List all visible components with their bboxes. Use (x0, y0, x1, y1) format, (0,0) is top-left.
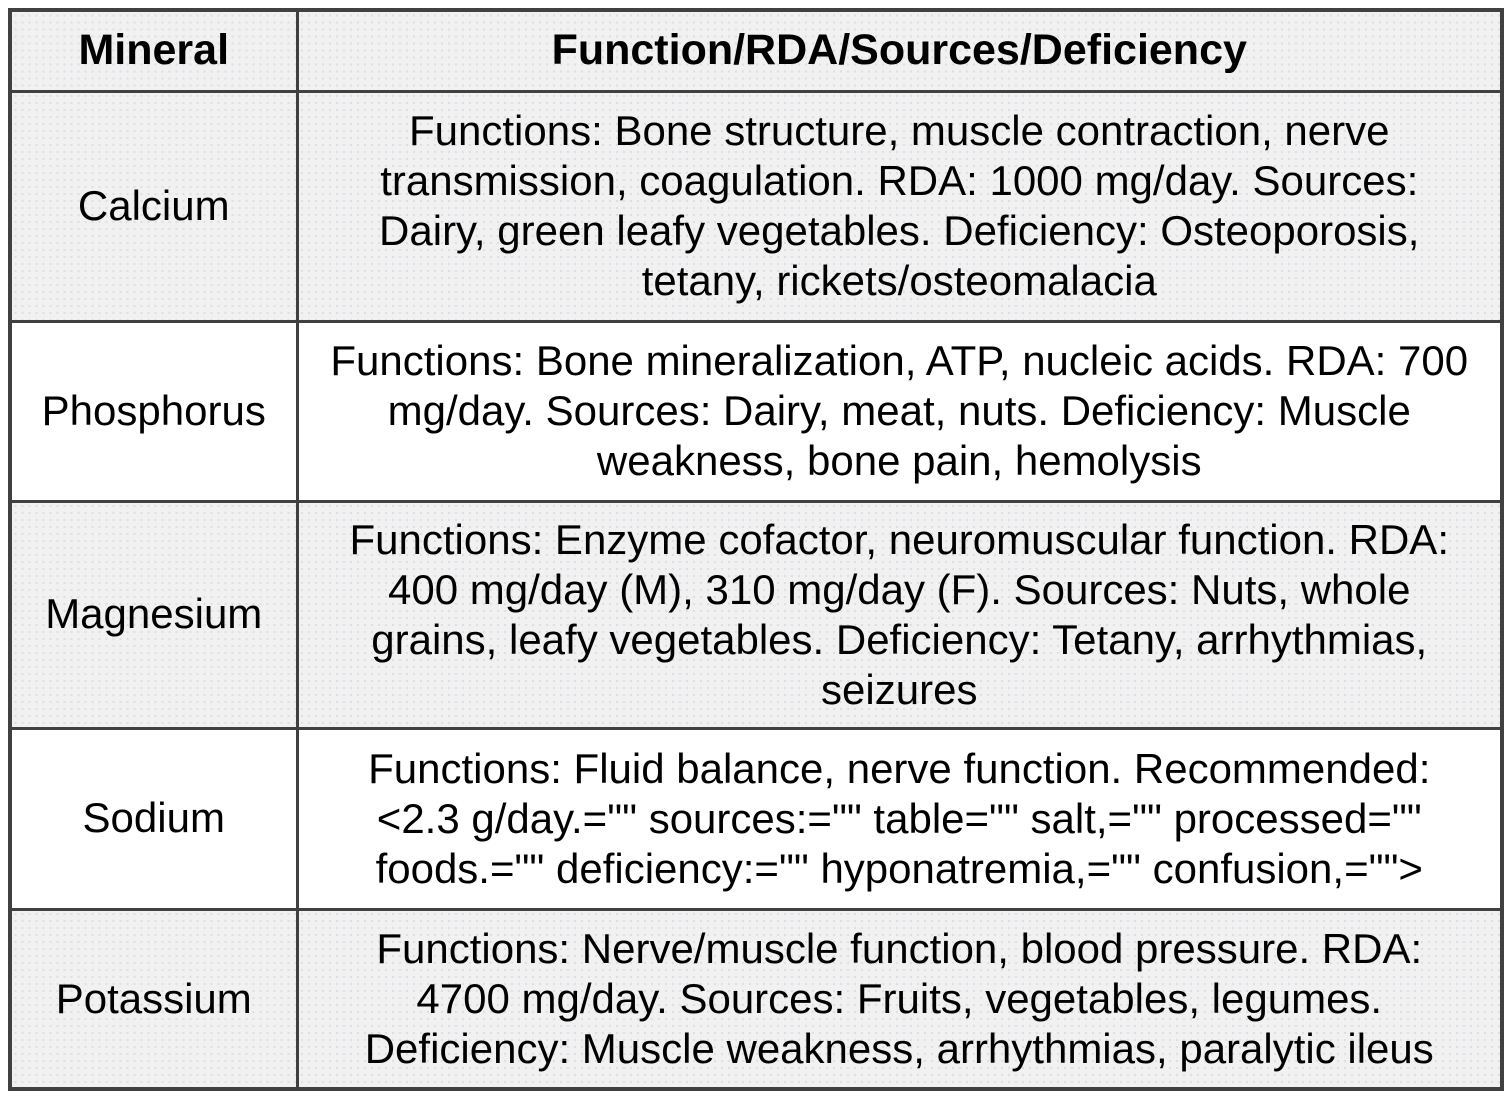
table-row-potassium: Potassium Functions: Nerve/muscle functi… (8, 907, 1504, 1091)
table-row-sodium: Sodium Functions: Fluid balance, nerve f… (8, 726, 1504, 911)
minerals-table-container: Mineral Function/RDA/Sources/Deficiency … (8, 8, 1504, 1091)
table-row-calcium: Calcium Functions: Bone structure, muscl… (8, 89, 1504, 323)
mineral-name-cell: Sodium (8, 726, 299, 911)
table-row-phosphorus: Phosphorus Functions: Bone mineralizatio… (8, 319, 1504, 503)
mineral-name-cell: Potassium (8, 907, 299, 1091)
mineral-details-cell: Functions: Enzyme cofactor, neuromuscula… (295, 499, 1504, 730)
header-row: Mineral Function/RDA/Sources/Deficiency (8, 8, 1504, 93)
table-row-magnesium: Magnesium Functions: Enzyme cofactor, ne… (8, 499, 1504, 730)
column-header-details: Function/RDA/Sources/Deficiency (295, 8, 1504, 93)
mineral-details-cell: Functions: Bone structure, muscle contra… (295, 89, 1504, 323)
mineral-details-cell: Functions: Bone mineralization, ATP, nuc… (295, 319, 1504, 503)
mineral-details-cell: Functions: Nerve/muscle function, blood … (295, 907, 1504, 1091)
column-header-mineral: Mineral (8, 8, 299, 93)
mineral-name-cell: Phosphorus (8, 319, 299, 503)
mineral-name-cell: Calcium (8, 89, 299, 323)
mineral-details-cell: Functions: Fluid balance, nerve function… (295, 726, 1504, 911)
minerals-table: Mineral Function/RDA/Sources/Deficiency … (8, 8, 1504, 1091)
mineral-name-cell: Magnesium (8, 499, 299, 730)
